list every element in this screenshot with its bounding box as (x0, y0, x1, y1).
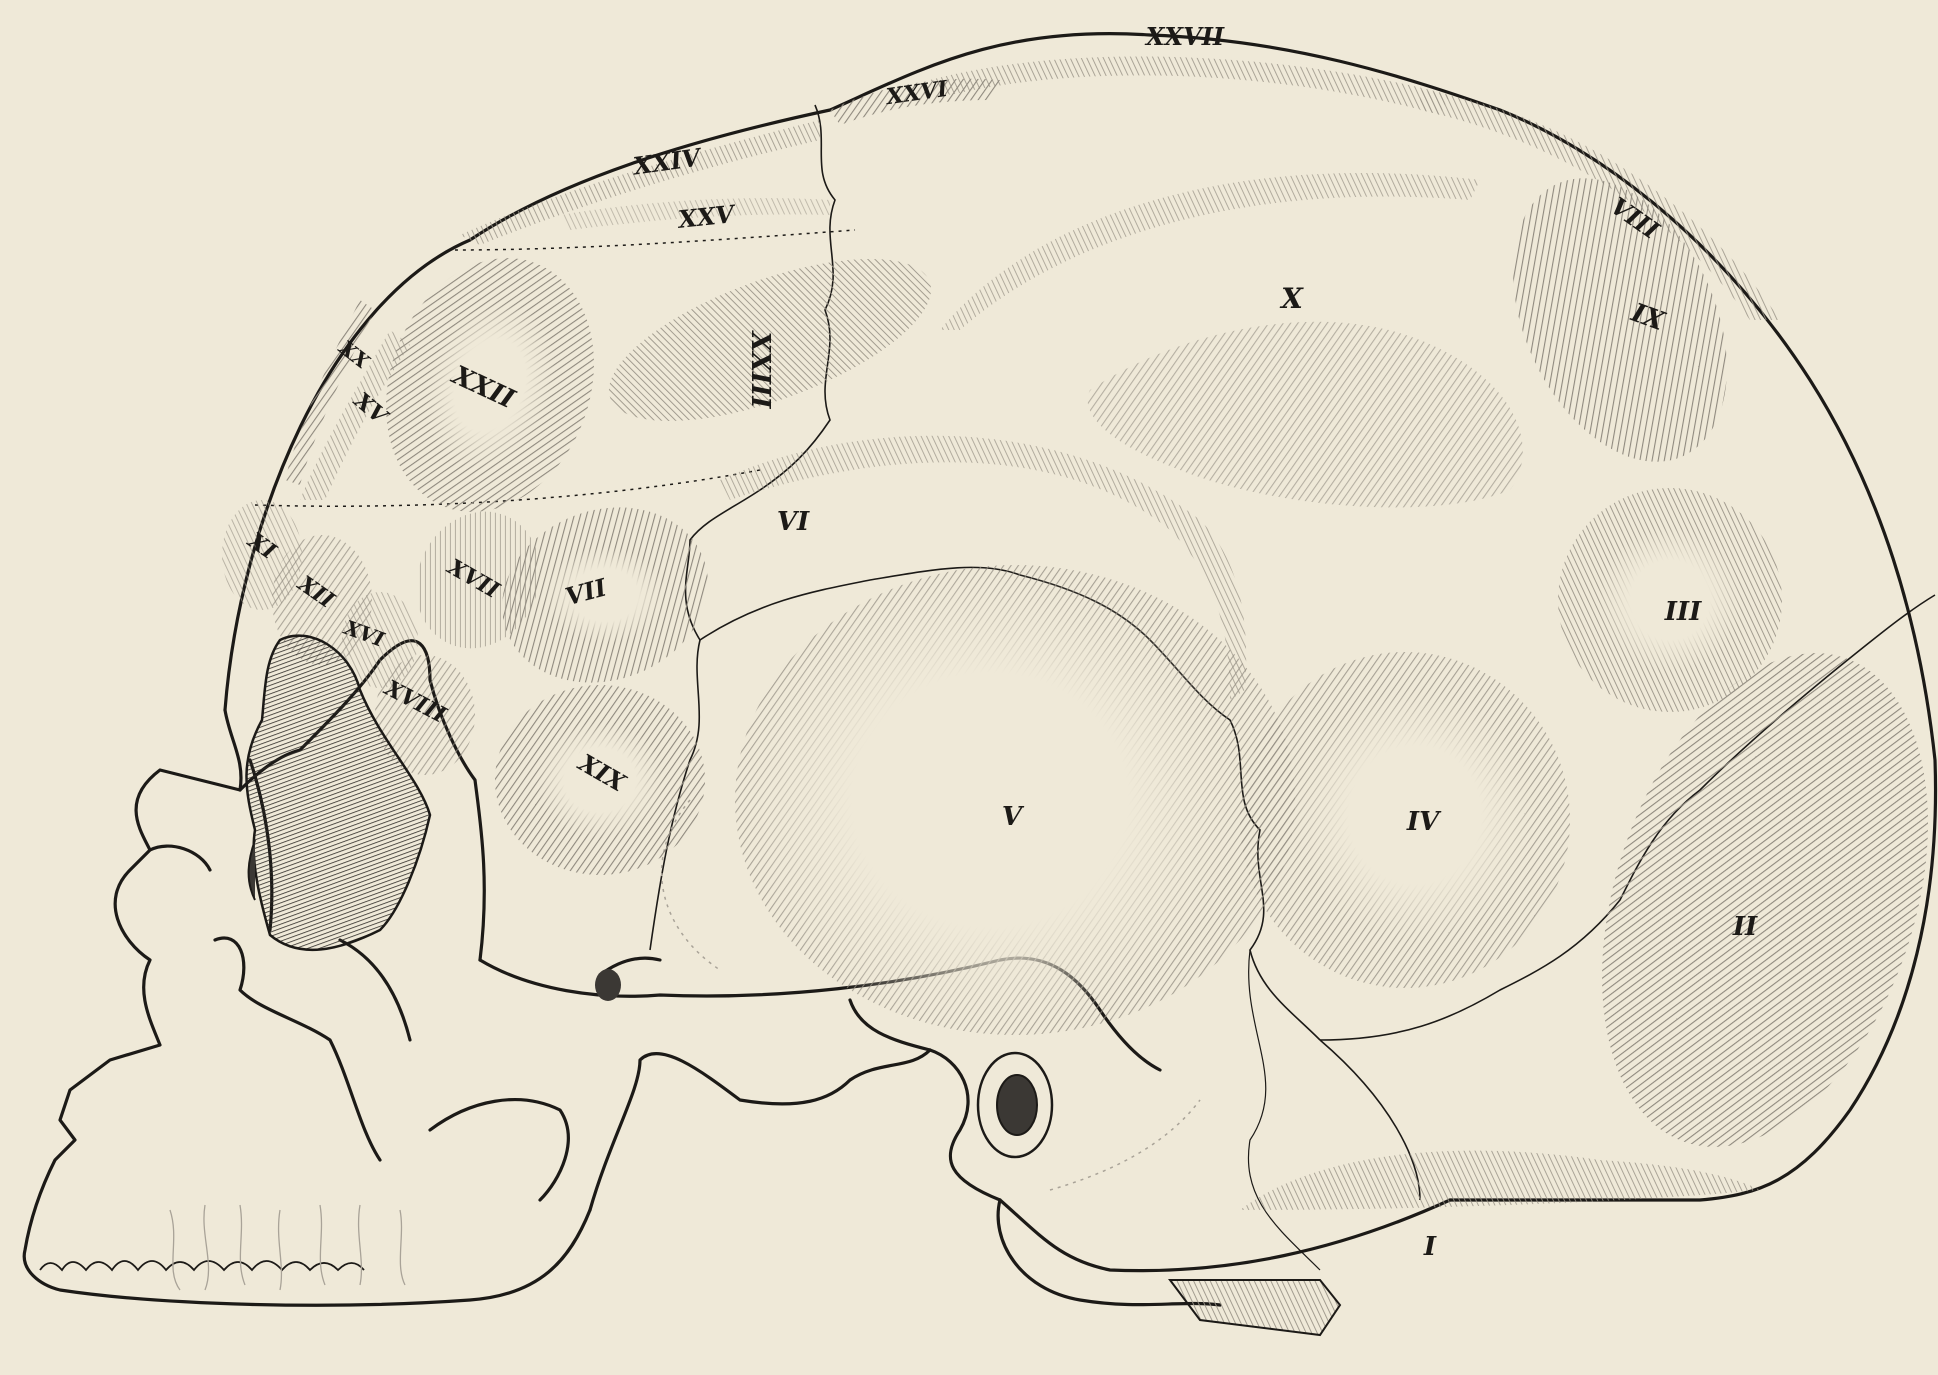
label-VI: VI (777, 507, 810, 537)
label-XXVII: XXVII (1144, 22, 1225, 51)
label-II: II (1732, 912, 1758, 942)
label-I: I (1423, 1232, 1437, 1262)
label-V: V (1002, 802, 1025, 832)
label-X: X (1279, 282, 1304, 315)
foramen-dark (595, 969, 621, 1001)
label-III: III (1664, 597, 1702, 627)
label-IV: IV (1406, 807, 1442, 837)
label-XXIII: XXIII (745, 330, 775, 410)
